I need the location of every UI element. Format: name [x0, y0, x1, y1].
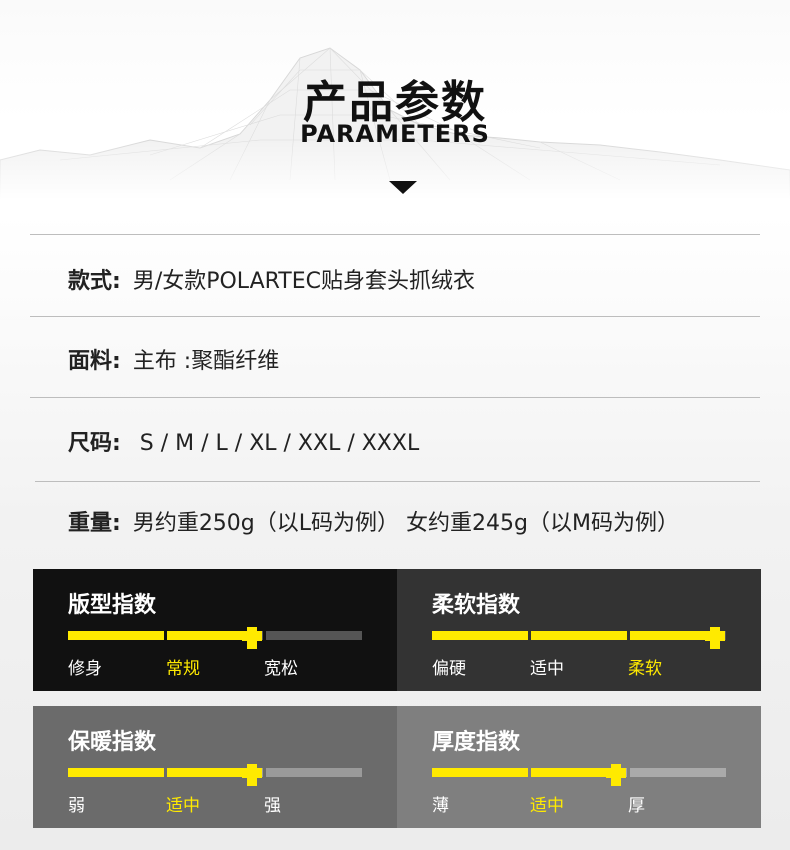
spec-key: 款式:: [68, 269, 121, 294]
index-title: 版型指数: [68, 593, 157, 618]
index-label: 薄: [432, 796, 449, 816]
meter-segment-filled: [167, 631, 252, 640]
divider: [30, 316, 760, 317]
meter-marker: [247, 627, 257, 649]
meter-segment-filled: [68, 768, 164, 777]
index-panel-fit: 版型指数 修身 常规 宽松: [33, 569, 397, 691]
divider: [30, 397, 760, 398]
index-label: 适中: [530, 659, 564, 679]
meter-segment-filled: [531, 631, 627, 640]
spec-value: S / M / L / XL / XXL / XXXL: [132, 431, 420, 456]
index-label: 弱: [68, 796, 85, 816]
page-subtitle: PARAMETERS: [300, 120, 490, 148]
divider: [30, 234, 760, 235]
index-label: 偏硬: [432, 659, 466, 679]
spec-value: 男/女款POLARTEC贴身套头抓绒衣: [132, 269, 476, 294]
spec-key: 尺码:: [68, 431, 121, 456]
meter-marker: [710, 627, 720, 649]
index-label: 修身: [68, 659, 102, 679]
index-meter: [432, 764, 727, 786]
page-title: 产品参数: [303, 77, 487, 128]
index-label: 强: [264, 796, 281, 816]
meter-segment-empty: [630, 768, 726, 777]
meter-segment-empty: [266, 631, 362, 640]
index-label: 厚: [628, 796, 645, 816]
index-title: 保暖指数: [68, 730, 157, 755]
index-meter: [432, 627, 727, 649]
spec-row-size: 尺码: S / M / L / XL / XXL / XXXL: [68, 425, 419, 457]
meter-segment-filled: [432, 768, 528, 777]
spec-row-weight: 重量: 男约重250g（以L码为例） 女约重245g（以M码为例）: [68, 505, 679, 537]
spec-row-fabric: 面料: 主布 :聚酯纤维: [68, 343, 279, 375]
spec-key: 面料:: [68, 349, 121, 374]
index-label: 宽松: [264, 659, 298, 679]
spec-value: 男约重250g（以L码为例） 女约重245g（以M码为例）: [132, 511, 679, 536]
spec-row-style: 款式: 男/女款POLARTEC贴身套头抓绒衣: [68, 263, 475, 295]
meter-segment-filled: [432, 631, 528, 640]
meter-segment-filled: [531, 768, 616, 777]
index-panel-thickness: 厚度指数 薄 适中 厚: [397, 706, 761, 828]
index-title: 厚度指数: [432, 730, 521, 755]
spec-key: 重量:: [68, 511, 121, 536]
spec-value: 主布 :聚酯纤维: [132, 349, 280, 374]
caret-down-icon: [389, 181, 417, 194]
index-label: 常规: [166, 659, 200, 679]
meter-segment-empty: [266, 768, 362, 777]
index-panel-warmth: 保暖指数 弱 适中 强: [33, 706, 397, 828]
meter-segment-filled: [68, 631, 164, 640]
meter-segment-filled: [167, 768, 252, 777]
index-meter: [68, 627, 363, 649]
index-label: 柔软: [628, 659, 662, 679]
meter-marker: [611, 764, 621, 786]
header: 产品参数 PARAMETERS: [0, 0, 790, 230]
index-title: 柔软指数: [432, 593, 521, 618]
index-panel-softness: 柔软指数 偏硬 适中 柔软: [397, 569, 761, 691]
index-meter: [68, 764, 363, 786]
meter-marker: [247, 764, 257, 786]
index-label: 适中: [530, 796, 564, 816]
divider: [35, 481, 760, 482]
meter-segment-filled: [630, 631, 715, 640]
index-label: 适中: [166, 796, 200, 816]
